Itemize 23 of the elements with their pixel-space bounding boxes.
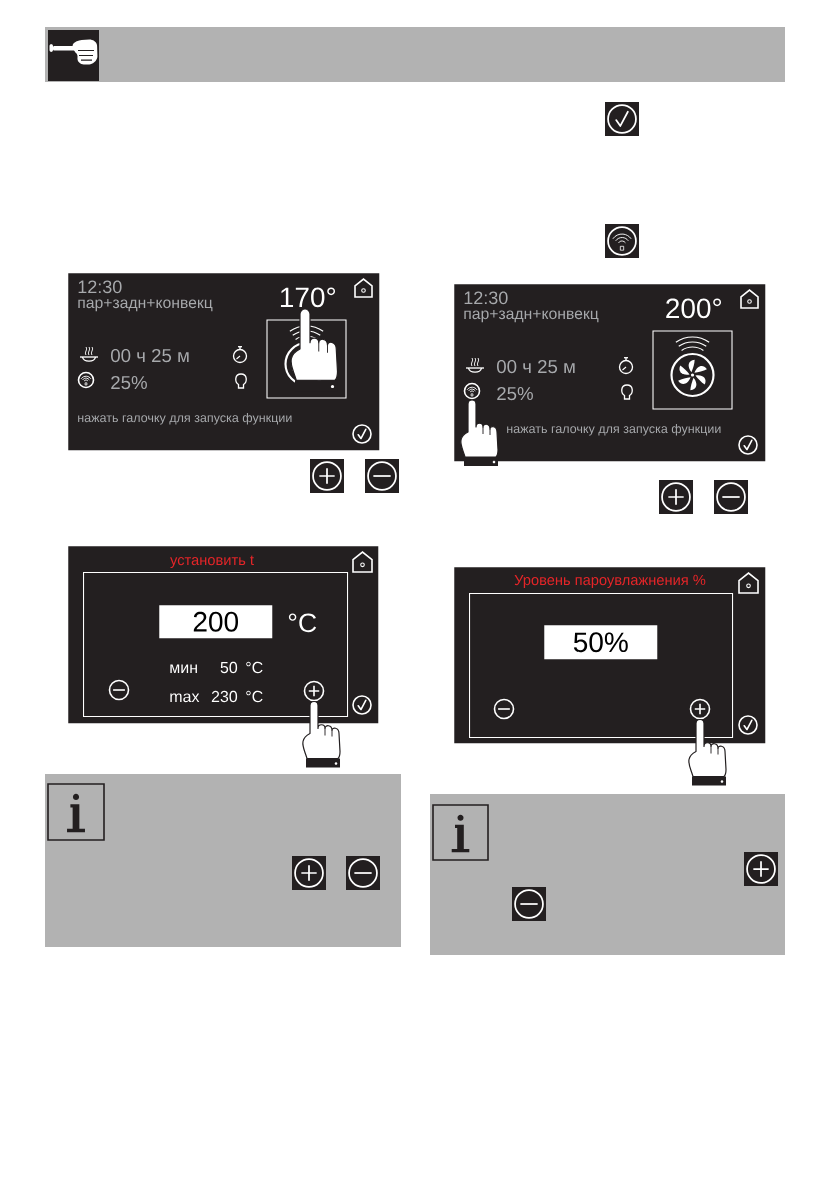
- steam-level: 25%: [111, 375, 147, 390]
- temperature-value: 200°: [666, 298, 722, 319]
- value-field: 50%: [544, 625, 658, 660]
- steam-level: 25%: [497, 386, 533, 401]
- cooking-time: 00 ч 25 м: [497, 359, 575, 374]
- clock-time: 12:30: [464, 291, 508, 305]
- hint-text: нажать галочку для запуска функции: [78, 412, 292, 425]
- limit-value: 50: [220, 661, 238, 674]
- hint-text: нажать галочку для запуска функции: [507, 423, 721, 436]
- limit-label: max: [170, 693, 200, 703]
- mode-name: пар+задн+конвекц: [464, 309, 599, 323]
- value-field: 200: [159, 605, 273, 639]
- unit-label: °C: [246, 690, 263, 703]
- screen-title: установить t: [170, 555, 254, 569]
- screen-title: Уровень пароувлажнения %: [514, 574, 706, 589]
- unit-label: °C: [246, 661, 263, 674]
- clock-time: 12:30: [78, 280, 122, 294]
- unit-label: °C: [288, 613, 317, 633]
- mode-name: пар+задн+конвекц: [78, 298, 213, 312]
- limit-value: 230: [211, 690, 238, 703]
- cooking-time: 00 ч 25 м: [111, 348, 189, 363]
- limit-label: мин: [170, 664, 197, 673]
- temperature-value: 170°: [280, 287, 336, 308]
